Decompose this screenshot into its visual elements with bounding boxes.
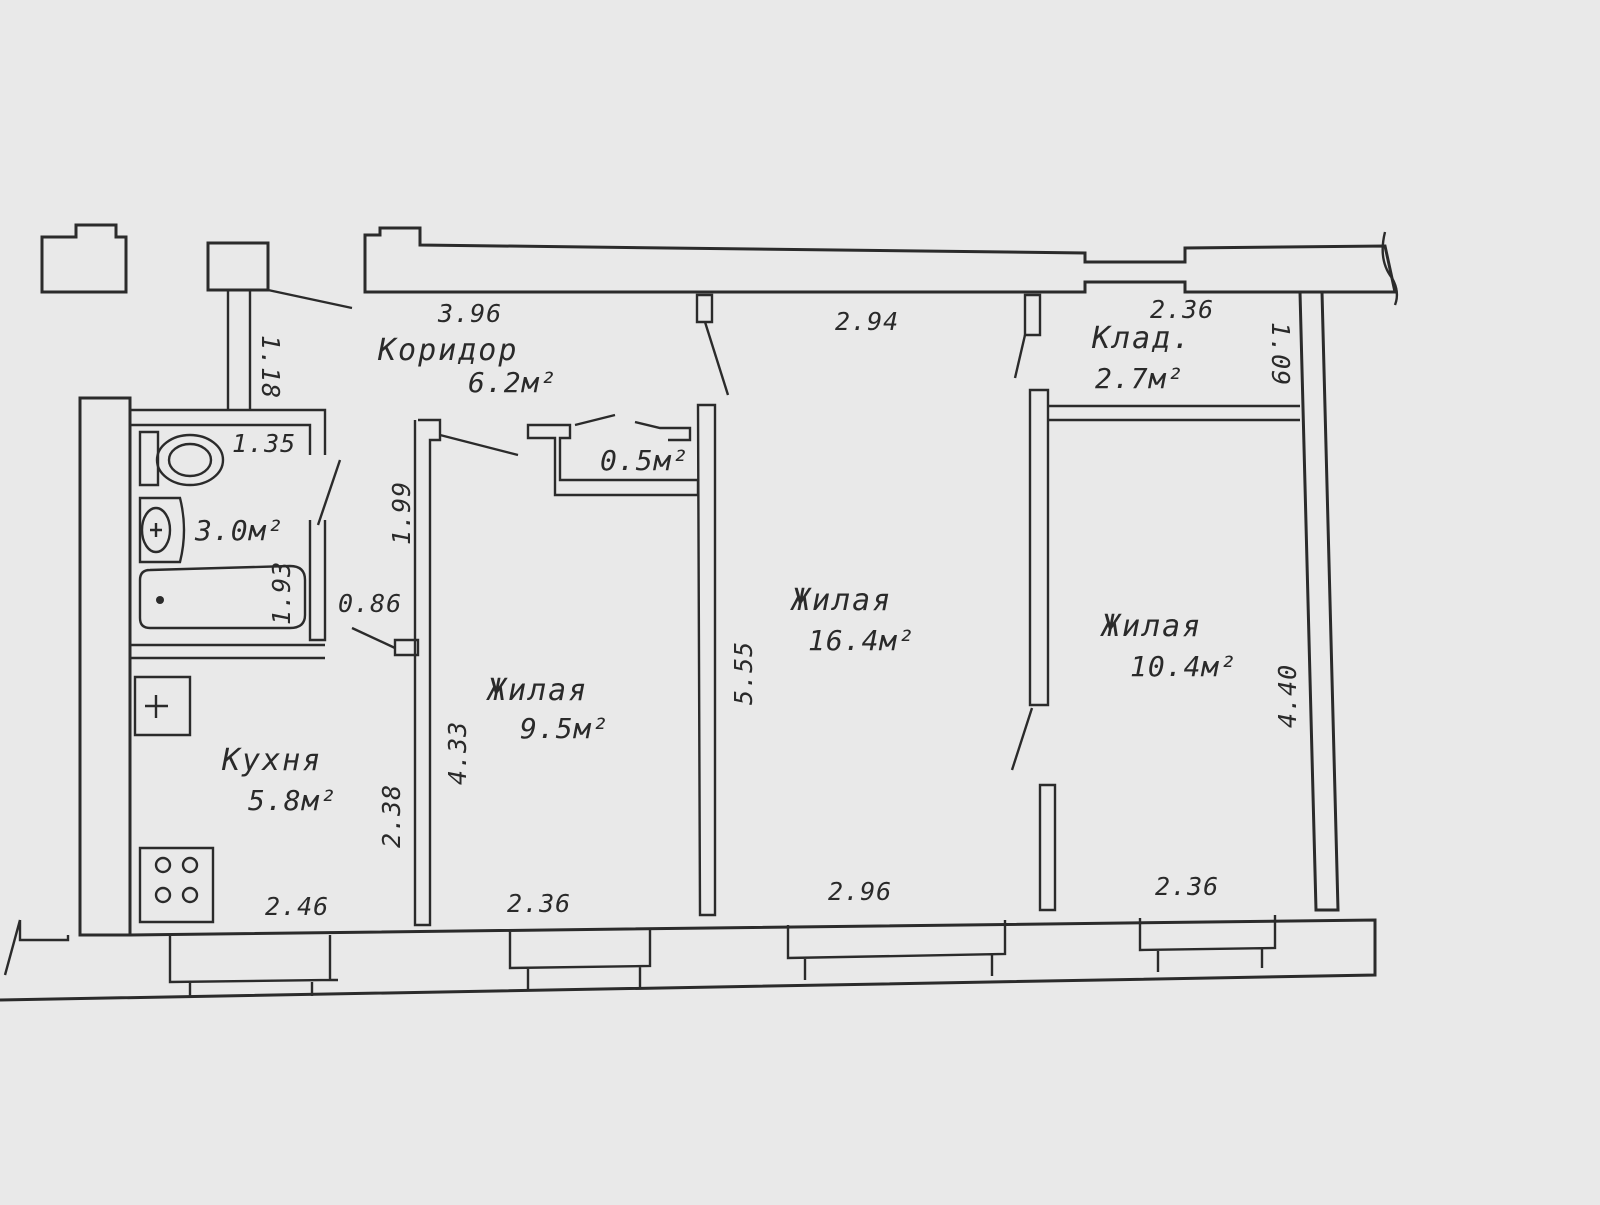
- chimney-left: [40, 223, 128, 294]
- living1-area: 9.5м²: [520, 712, 609, 745]
- dim-living3-depth: 4.40: [1273, 664, 1302, 728]
- bottom-exterior-wall: [0, 918, 1377, 1002]
- window-living2: [786, 920, 1007, 980]
- vent-diagonal: [267, 288, 353, 310]
- living2-name: Жилая: [790, 583, 892, 618]
- dim-door-gap: 0.86: [338, 589, 402, 618]
- living3-door-stub-top: [1023, 293, 1042, 337]
- kitchen-name: Кухня: [221, 743, 322, 778]
- corridor-name: Коридор: [377, 333, 518, 368]
- kitchen-door: [351, 626, 396, 650]
- partition-living2-living3-upper: [1028, 388, 1050, 707]
- niche-door: [574, 413, 616, 427]
- kitchen-sink-icon: [133, 675, 192, 737]
- partition-kitchen-living1: [413, 418, 442, 927]
- dim-bottom-kitchen: 2.46: [265, 892, 329, 921]
- dim-closet-depth: 1.09: [1266, 322, 1295, 386]
- dim-top-corridor: 3.96: [437, 299, 502, 328]
- break-line: [1381, 231, 1399, 306]
- left-exterior-wall: [78, 396, 132, 937]
- living1-name: Жилая: [486, 673, 588, 708]
- vent-shaft-walls: [226, 290, 252, 410]
- stove-icon: [138, 846, 215, 924]
- closet-wall: [1048, 404, 1300, 422]
- closet-name: Клад.: [1091, 321, 1192, 356]
- partition-living1-living2: [696, 403, 717, 917]
- dim-bath-length: 1.93: [267, 561, 296, 625]
- dim-corridor-side: 1.99: [387, 481, 416, 545]
- dim-top-living2: 2.94: [835, 307, 899, 336]
- corridor-area: 6.2м²: [468, 366, 557, 399]
- dimension-labels: 3.96 2.94 2.36 1.09 1.18 1.35 1.99 1.93 …: [232, 295, 1302, 921]
- window-kitchen: [168, 935, 338, 998]
- top-exterior-wall: [363, 226, 1397, 294]
- living2-door-stub: [695, 293, 714, 324]
- toilet-bowl-icon: [155, 433, 225, 487]
- partition-living2-living3-lower: [1038, 783, 1057, 912]
- vent-block: [206, 241, 270, 292]
- bathroom-door: [316, 459, 342, 526]
- window-living3: [1138, 915, 1277, 972]
- bathroom-area: 3.0м²: [194, 514, 284, 547]
- dim-living2-depth: 5.55: [729, 641, 758, 705]
- living3-area: 10.4м²: [1130, 650, 1237, 683]
- kitchen-area: 5.8м²: [248, 784, 337, 817]
- living3-name: Жилая: [1100, 609, 1202, 644]
- fixtures: [133, 430, 307, 924]
- living1-door: [439, 433, 519, 457]
- living2-area: 16.4м²: [808, 624, 915, 657]
- room-labels: Коридор 6.2м² Клад. 2.7м² 0.5м² 3.0м² Ку…: [194, 321, 1237, 817]
- right-exterior-wall: [1298, 290, 1340, 912]
- dim-top-closet: 2.36: [1150, 295, 1214, 324]
- living3-door: [1010, 707, 1034, 771]
- dim-toilet-width: 1.35: [232, 429, 296, 458]
- dim-vent-shaft: 1.18: [256, 335, 285, 399]
- bathtub-icon: [138, 564, 307, 630]
- kitchen-door-stub: [393, 638, 420, 657]
- sink-icon: [138, 496, 186, 564]
- dim-bottom-living1: 2.36: [507, 889, 571, 918]
- window-living1: [508, 928, 652, 990]
- toilet-icon: [138, 430, 160, 487]
- bathroom-walls: [130, 408, 327, 660]
- dim-living1-depth: 4.33: [443, 721, 472, 785]
- niche-area: 0.5м²: [600, 444, 689, 477]
- closet-door: [1013, 334, 1027, 379]
- walls: [0, 223, 1399, 1002]
- left-stub: [3, 919, 70, 976]
- dim-bottom-living3: 2.36: [1155, 872, 1219, 901]
- closet-area: 2.7м²: [1095, 362, 1184, 395]
- dim-kitchen-depth: 2.38: [377, 784, 406, 848]
- living2-door: [703, 321, 730, 396]
- dim-bottom-living2: 2.96: [828, 877, 892, 906]
